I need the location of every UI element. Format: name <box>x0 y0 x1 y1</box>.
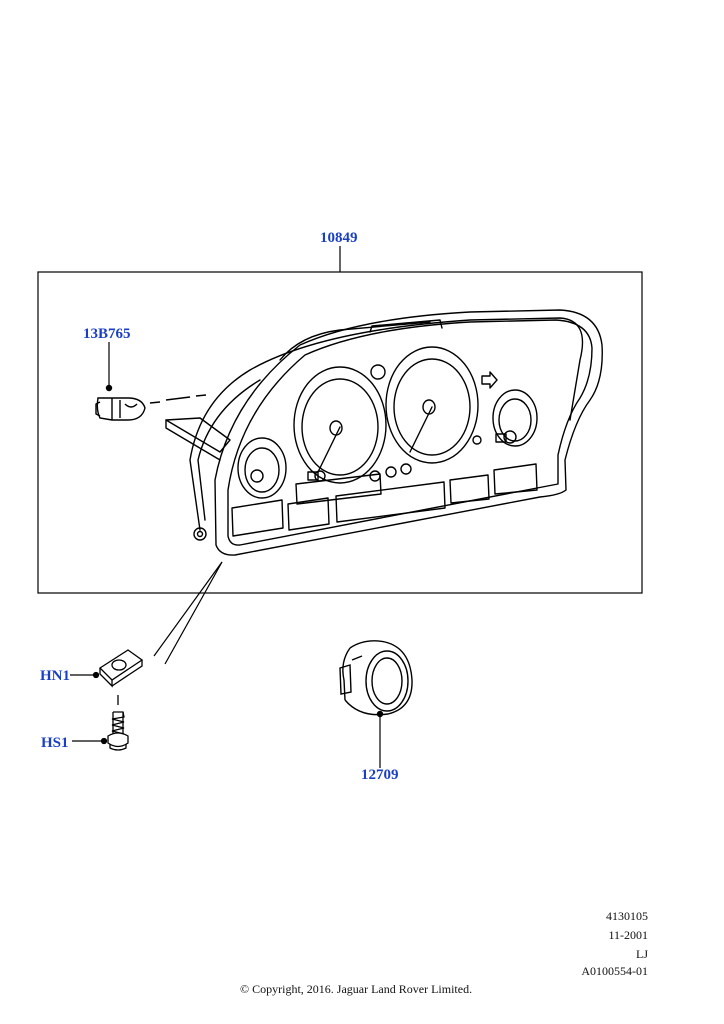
callout-10849[interactable]: 10849 <box>320 230 358 246</box>
reference-model: LJ <box>636 947 648 961</box>
callout-12709[interactable]: 12709 <box>361 767 399 783</box>
reference-code-2: A0100554-01 <box>581 964 648 978</box>
screw-illustration <box>72 695 129 751</box>
callout-hs1[interactable]: HS1 <box>41 735 69 751</box>
bulb-illustration <box>95 342 207 421</box>
reference-code-1: 4130105 <box>606 909 648 923</box>
fixing-leader-lines <box>153 561 223 665</box>
instrument-cluster-illustration <box>165 309 603 556</box>
clip-nut-illustration <box>70 649 144 688</box>
reference-date: 11-2001 <box>608 928 648 942</box>
callout-13b765[interactable]: 13B765 <box>83 326 131 342</box>
copyright-notice: © Copyright, 2016. Jaguar Land Rover Lim… <box>240 982 473 996</box>
callout-hn1[interactable]: HN1 <box>40 668 70 684</box>
bezel-ring-illustration <box>339 640 413 768</box>
